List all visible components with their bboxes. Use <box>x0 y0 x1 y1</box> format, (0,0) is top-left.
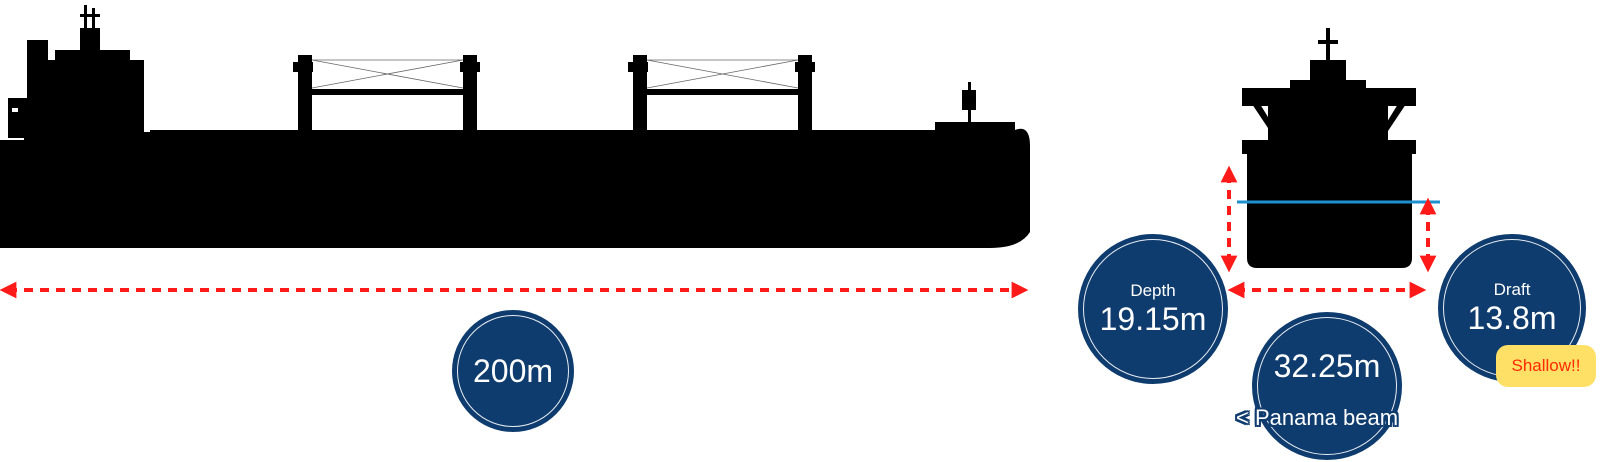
crane-rigging <box>311 59 799 89</box>
beam-badge: 32.25m <box>1252 312 1402 460</box>
depth-value: 19.15m <box>1099 301 1207 337</box>
draft-label: Draft <box>1493 280 1531 299</box>
length-badge: 200m <box>452 310 574 432</box>
bulk-carrier-front-silhouette-icon <box>1242 28 1416 268</box>
depth-label: Depth <box>1130 281 1176 300</box>
draft-warning-tag: Shallow!! <box>1496 345 1596 387</box>
draft-warning-text: Shallow!! <box>1511 356 1581 375</box>
beam-value: 32.25m <box>1273 348 1381 384</box>
bulk-carrier-side-silhouette-icon <box>0 5 1030 248</box>
depth-badge: Depth 19.15m <box>1078 234 1228 384</box>
length-value: 200m <box>472 353 554 389</box>
beam-note: < Panama beam <box>1236 405 1399 430</box>
draft-value: 13.8m <box>1467 300 1557 336</box>
